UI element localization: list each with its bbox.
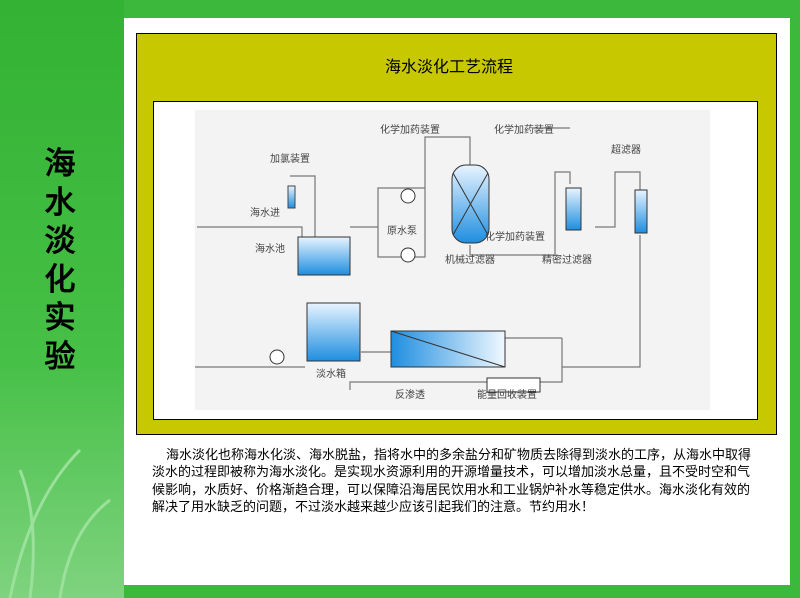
label-seawater-in: 海水进 — [250, 206, 280, 219]
left-sidebar: 海水淡化实验 — [0, 0, 124, 598]
label-chlorine: 加氯装置 — [270, 152, 310, 165]
grass-decoration-icon — [8, 448, 111, 598]
label-chem3: 化学加药装置 — [485, 230, 545, 243]
description-text: 海水淡化也称海水化淡、海水脱盐，指将水中的多余盐分和矿物质去除得到淡水的工序，从… — [152, 448, 752, 515]
label-precision-filter: 精密过滤器 — [542, 253, 592, 266]
side-title: 海水淡化实验 — [44, 146, 76, 375]
label-fresh-tank: 淡水箱 — [316, 367, 346, 380]
label-chem2: 化学加药装置 — [494, 123, 554, 136]
label-raw-pump: 原水泵 — [387, 225, 417, 237]
label-ro: 反渗透 — [395, 388, 425, 401]
process-flow-diagram: 化学加药装置 化学加药装置 化学加药装置 加氯装置 海水进 海水池 原水泵 机械… — [195, 110, 710, 410]
label-sea-pool: 海水池 — [255, 242, 285, 255]
label-mech-filter: 机械过滤器 — [445, 253, 495, 266]
label-ultrafilter: 超滤器 — [611, 143, 641, 156]
diagram-title: 海水淡化工艺流程 — [385, 57, 514, 76]
label-energy-recovery: 能量回收装置 — [477, 388, 537, 401]
label-chem1: 化学加药装置 — [380, 123, 440, 136]
